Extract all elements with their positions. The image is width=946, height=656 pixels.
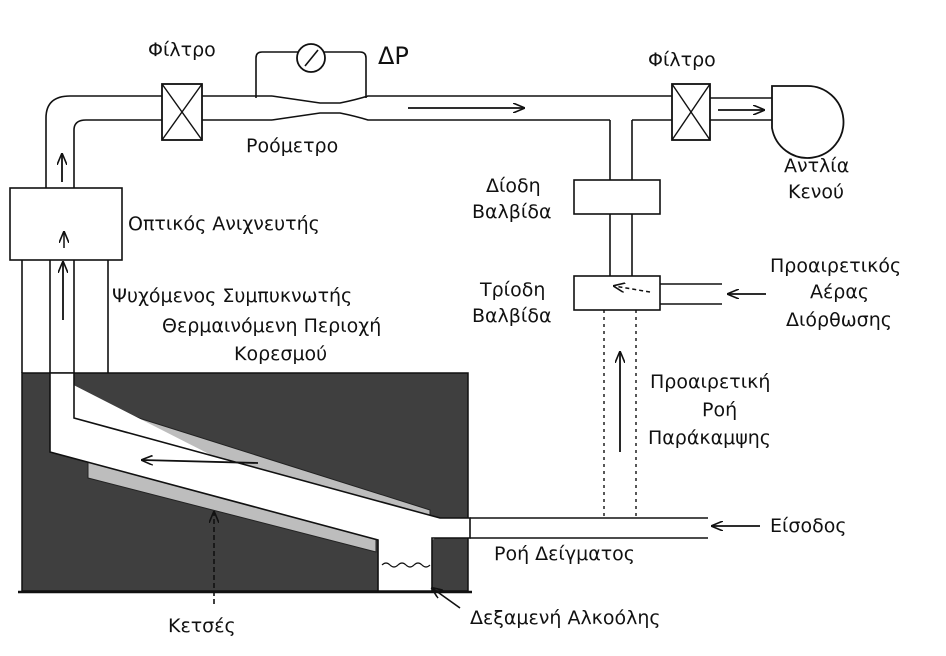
tube-inner: [73, 119, 272, 188]
label-check-valve-1: Δίοδη: [486, 175, 541, 197]
label-cooled-condenser: Ψυχόμενος Συμπυκνωτής: [112, 285, 352, 307]
check-valve-box: [573, 179, 661, 215]
sample-channel-interior: [49, 372, 471, 592]
tube-outer: [45, 95, 272, 188]
label-delta-p: ΔP: [378, 42, 409, 70]
label-vacuum-pump-1: Αντλία: [784, 155, 849, 177]
flowmeter-venturi-top: [271, 95, 610, 104]
reservoir-pointer-arrow: [432, 588, 461, 609]
label-felts: Κετσές: [168, 615, 236, 637]
label-inlet: Είσοδος: [770, 515, 847, 537]
label-makeup-air-3: Διόρθωσης: [786, 309, 892, 331]
label-filter-left: Φίλτρο: [148, 39, 216, 61]
label-bypass-flow-2: Ροή: [702, 399, 737, 421]
vacuum-pump-icon: [771, 85, 845, 159]
label-three-way-valve-1: Τρίοδη: [479, 279, 545, 301]
label-optical-detector: Οπτικός Ανιχνευτής: [128, 213, 320, 235]
label-filter-right: Φίλτρο: [648, 49, 716, 71]
label-three-way-valve-2: Βαλβίδα: [472, 305, 552, 327]
dp-gauge-needle: [304, 49, 319, 67]
three-way-valve-inner-arrow: [614, 286, 651, 292]
label-vacuum-pump-2: Κενού: [788, 181, 844, 203]
label-alcohol-reservoir: Δεξαμενή Αλκοόλης: [470, 607, 661, 629]
channel-flow-arrow: [142, 460, 259, 463]
alcohol-surface: [381, 562, 431, 568]
three-way-valve-box: [573, 275, 661, 311]
optical-detector-box: [9, 187, 123, 261]
filter-left-x2: [161, 83, 203, 141]
label-check-valve-2: Βαλβίδα: [472, 201, 552, 223]
flowmeter-venturi-bottom: [271, 112, 610, 121]
filter-right-x2: [671, 83, 711, 141]
label-sample-flow: Ροή Δείγματος: [494, 543, 635, 565]
label-flowmeter: Ροόμετρο: [246, 135, 338, 157]
label-makeup-air-1: Προαιρετικός: [770, 255, 901, 277]
label-bypass-flow-3: Παράκαμψης: [648, 427, 771, 449]
label-heated-saturation-1: Θερμαινόμενη Περιοχή: [162, 315, 381, 337]
label-heated-saturation-2: Κορεσμού: [234, 343, 327, 365]
label-bypass-flow-1: Προαιρετική: [650, 371, 770, 393]
label-makeup-air-2: Αέρας: [810, 281, 869, 303]
